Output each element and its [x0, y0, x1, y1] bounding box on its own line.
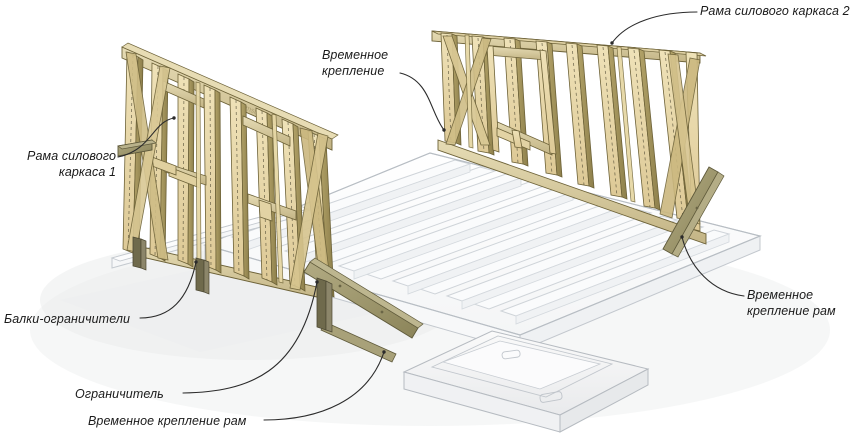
- right-wall-frame: [431, 30, 707, 245]
- leader-tip-balki-ogranichiteli: [194, 260, 198, 264]
- limiter-post-3: [316, 277, 333, 333]
- leader-tip-rama-silovogo-karkasa-1: [172, 116, 176, 120]
- foundation-pier-block: [402, 330, 650, 433]
- leader-rama-silovogo-karkasa-2: [611, 11, 698, 44]
- limiter-post-1: [132, 236, 147, 271]
- leader-vremennoe-kreplenie: [399, 72, 445, 131]
- callout-vremennoe-kreplenie: Временное крепление: [322, 48, 389, 78]
- leader-tip-vremennoe-kreplenie: [442, 128, 446, 132]
- callout-balki-ogranichiteli: Балки-ограничители: [4, 312, 131, 326]
- brace-left-lower: [303, 257, 424, 339]
- leader-vremennoe-kreplenie-ram-bottom: [263, 351, 385, 421]
- leader-tip-vremennoe-kreplenie-ram-bottom: [382, 350, 386, 354]
- callout-rama-silovogo-karkasa-2: Рама силового каркаса 2: [700, 4, 850, 18]
- callout-rama-silovogo-karkasa-1: Рама силового каркаса 1: [27, 149, 116, 179]
- callout-vremennoe-kreplenie-ram-bottom: Временное крепление рам: [88, 414, 247, 428]
- leader-tip-rama-silovogo-karkasa-2: [610, 41, 614, 45]
- leader-balki-ogranichiteli: [139, 261, 197, 319]
- limiter-posts: [132, 236, 333, 333]
- leader-tip-ogranichitel: [315, 280, 319, 284]
- limiter-post-2: [195, 257, 210, 295]
- leader-lines: [117, 11, 745, 421]
- brace-right: [662, 166, 725, 258]
- leader-rama-silovogo-karkasa-1: [117, 117, 175, 158]
- leader-vremennoe-kreplenie-ram-right: [681, 236, 745, 297]
- leader-ogranichitel: [182, 281, 318, 394]
- callout-ogranichitel: Ограничитель: [75, 387, 164, 401]
- temporary-braces: [117, 139, 725, 363]
- leader-tip-vremennoe-kreplenie-ram-right: [680, 235, 684, 239]
- callout-vremennoe-kreplenie-ram-right: Временное крепление рам: [747, 288, 836, 318]
